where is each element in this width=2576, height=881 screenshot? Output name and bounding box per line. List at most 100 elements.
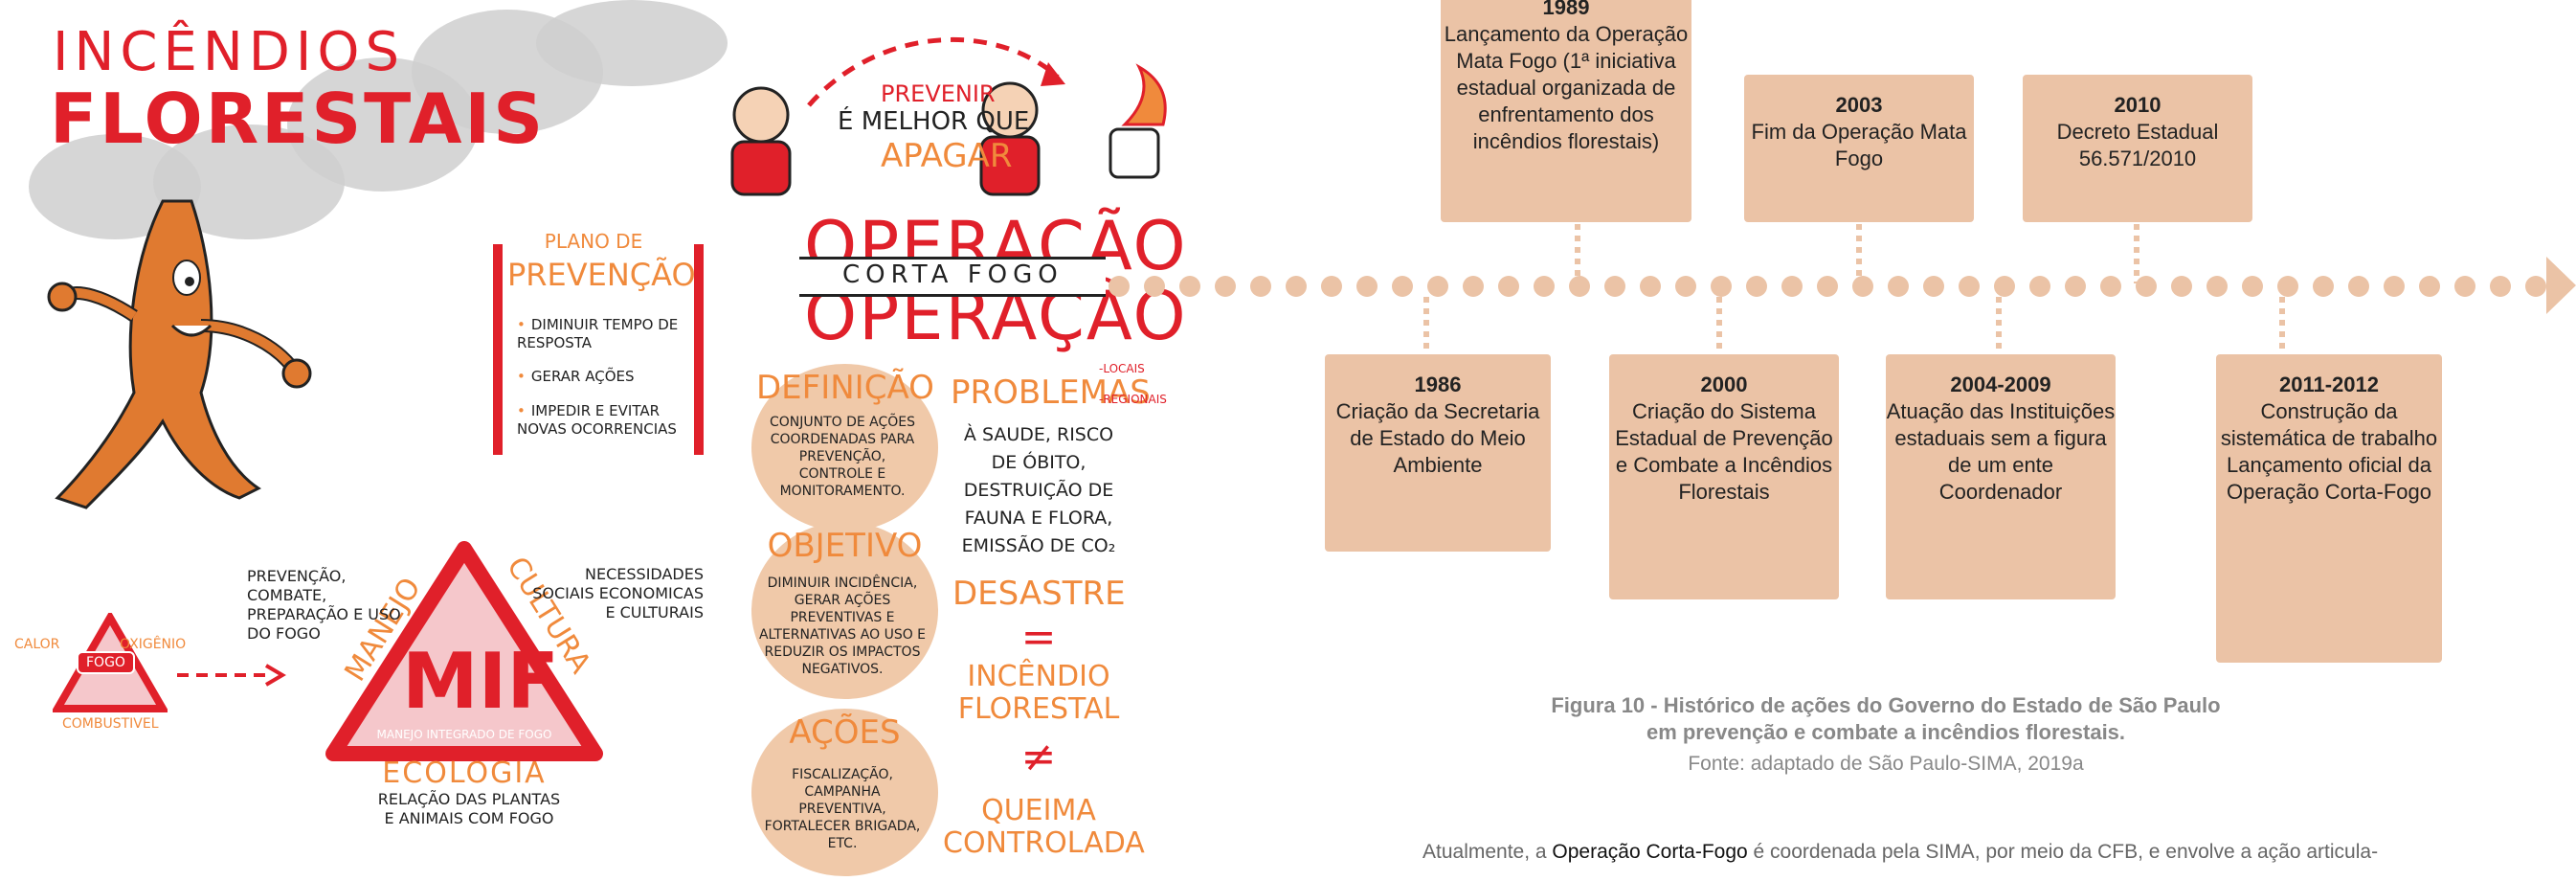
- mif-bottom-text: RELAÇÃO DAS PLANTAS E ANIMAIS COM FOGO: [377, 790, 561, 827]
- timeline-dot: [2206, 276, 2228, 297]
- desastre-not-equal: ≠: [1020, 733, 1057, 781]
- event-text: Atuação das Instituições estaduais sem a…: [1886, 399, 2116, 504]
- timeline-dot: [2100, 276, 2121, 297]
- event-year: 1986: [1414, 373, 1462, 396]
- timeline-connector: [1423, 297, 1429, 354]
- problemas-side-regionais: -REGIONAIS: [1099, 393, 1167, 406]
- plano-item: GERAR AÇÕES: [517, 368, 680, 386]
- dashed-arrow-icon: [177, 664, 286, 687]
- timeline-connector: [1996, 297, 2002, 354]
- prevenir-line2: É MELHOR QUE: [838, 107, 1030, 136]
- timeline-dot: [1923, 276, 1944, 297]
- timeline-dot: [1711, 276, 1732, 297]
- timeline-dot: [2242, 276, 2263, 297]
- problemas-title: PROBLEMAS: [951, 373, 1151, 412]
- timeline-connector: [1856, 224, 1862, 283]
- event-year: 2003: [1835, 93, 1883, 117]
- mif-label-left: PREVENÇÃO, COMBATE, PREPARAÇÃO E USO DO …: [247, 567, 401, 643]
- mif-triangle-icon: [325, 541, 603, 761]
- figure-caption-line2: em prevenção e combate a incêndios flore…: [1646, 720, 2126, 744]
- acoes-text: FISCALIZAÇÃO, CAMPANHA PREVENTIVA, FORTA…: [764, 767, 921, 851]
- operacao-band: [799, 257, 1106, 297]
- timeline-dot: [1392, 276, 1413, 297]
- timeline-dot: [2419, 276, 2440, 297]
- timeline-dot: [2065, 276, 2086, 297]
- timeline-event-top: 2010 Decreto Estadual 56.571/2010: [2023, 75, 2252, 222]
- event-text: Criação da Secretaria de Estado do Meio …: [1335, 399, 1540, 477]
- acoes-title: AÇÕES: [789, 713, 901, 752]
- timeline-event-bottom: 1986 Criação da Secretaria de Estado do …: [1325, 354, 1551, 552]
- timeline-dot: [2277, 276, 2298, 297]
- timeline-dot: [1356, 276, 1378, 297]
- timeline-dot: [1427, 276, 1448, 297]
- illustration-title-line1: INCÊNDIOS: [53, 21, 406, 83]
- timeline-dot: [2454, 276, 2475, 297]
- timeline-connector: [2279, 297, 2285, 354]
- plano-title-small: PLANO DE: [544, 230, 643, 253]
- timeline-dot: [1640, 276, 1661, 297]
- problemas-text: À SAUDE, RISCO DE ÓBITO, DESTRUIÇÃO DE F…: [961, 424, 1116, 556]
- timeline-connector: [1716, 297, 1722, 354]
- timeline-dot: [1321, 276, 1342, 297]
- definicao-circle: [751, 364, 938, 531]
- definicao-text: CONJUNTO DE AÇÕES COORDENADAS PARA PREVE…: [769, 415, 916, 499]
- prevenir-characters-illustration: [730, 36, 1167, 196]
- triangle-calor: CALOR: [14, 637, 60, 652]
- timeline-dot: [2171, 276, 2192, 297]
- mif-base-label: MANEJO INTEGRADO DE FOGO: [376, 728, 552, 741]
- event-year: 2010: [2114, 93, 2162, 117]
- timeline-arrow-icon: [2546, 257, 2576, 314]
- timeline-dot: [2029, 276, 2050, 297]
- timeline-dot: [2348, 276, 2369, 297]
- plano-prevencao-frame: [493, 244, 704, 455]
- event-text: Criação do Sistema Estadual de Prevenção…: [1615, 399, 1833, 504]
- plano-item: DIMINUIR TEMPO DE RESPOSTA: [517, 316, 680, 352]
- plano-title-big: PREVENÇÃO: [507, 257, 696, 293]
- timeline-dot: [1746, 276, 1767, 297]
- event-year: 2000: [1700, 373, 1748, 396]
- timeline-dot: [1498, 276, 1519, 297]
- body-text-highlight: Operação Corta-Fogo: [1552, 841, 1748, 863]
- timeline-dot: [1286, 276, 1307, 297]
- timeline-connector: [1575, 224, 1580, 283]
- mif-bottom-word: ECOLOGIA: [382, 757, 547, 790]
- event-text: Construção da sistemática de trabalho La…: [2220, 399, 2438, 504]
- timeline-dot: [2313, 276, 2334, 297]
- timeline-event-bottom: 2000 Criação do Sistema Estadual de Prev…: [1609, 354, 1839, 599]
- body-paragraph: Atualmente, a Operação Corta-Fogo é coor…: [1422, 841, 2571, 864]
- mif-label-right: NECESSIDADES SOCIAIS ECONOMICAS E CULTUR…: [532, 565, 704, 621]
- prevenir-line3: APAGAR: [881, 137, 1013, 175]
- smoke-cloud: [536, 0, 728, 86]
- operacao-title-middle: CORTA FOGO: [842, 260, 1064, 289]
- timeline-dot: [1781, 276, 1803, 297]
- objetivo-title: OBJETIVO: [767, 527, 923, 565]
- figure-caption-line1: Figura 10 - Histórico de ações do Govern…: [1551, 693, 2221, 717]
- timeline-dot: [1215, 276, 1236, 297]
- triangle-fogo: FOGO: [77, 651, 135, 674]
- illustration-title-line2: FLORESTAIS: [50, 79, 547, 159]
- timeline-dot: [1109, 276, 1130, 297]
- timeline-dot: [2525, 276, 2546, 297]
- desastre-incendio: INCÊNDIO FLORESTAL: [957, 660, 1120, 726]
- tree-character-illustration: [47, 199, 312, 509]
- timeline-dot: [1569, 276, 1590, 297]
- timeline-dot: [2136, 276, 2157, 297]
- body-text-after: é coordenada pela SIMA, por meio da CFB,…: [1747, 841, 2379, 863]
- definicao-title: DEFINIÇÃO: [756, 369, 934, 407]
- timeline-dot: [1888, 276, 1909, 297]
- timeline-event-bottom: 2004-2009 Atuação das Instituições estad…: [1886, 354, 2116, 599]
- mif-center: MIF: [402, 637, 560, 726]
- timeline-event-top: 2003 Fim da Operação Mata Fogo: [1744, 75, 1974, 222]
- timeline-event-top: 1989 Lançamento da Operação Mata Fogo (1…: [1441, 0, 1691, 222]
- event-text: Decreto Estadual 56.571/2010: [2056, 120, 2219, 170]
- timeline-connector: [2134, 224, 2139, 283]
- timeline-dot: [1463, 276, 1484, 297]
- event-year: 2004-2009: [1950, 373, 2051, 396]
- event-year: 2011-2012: [2279, 373, 2379, 396]
- timeline-dot: [1179, 276, 1200, 297]
- body-text-before: Atualmente, a: [1422, 841, 1553, 863]
- prevenir-line1: PREVENIR: [881, 80, 996, 107]
- timeline-dot: [1534, 276, 1555, 297]
- timeline-dot: [1250, 276, 1271, 297]
- timeline-dot: [2490, 276, 2511, 297]
